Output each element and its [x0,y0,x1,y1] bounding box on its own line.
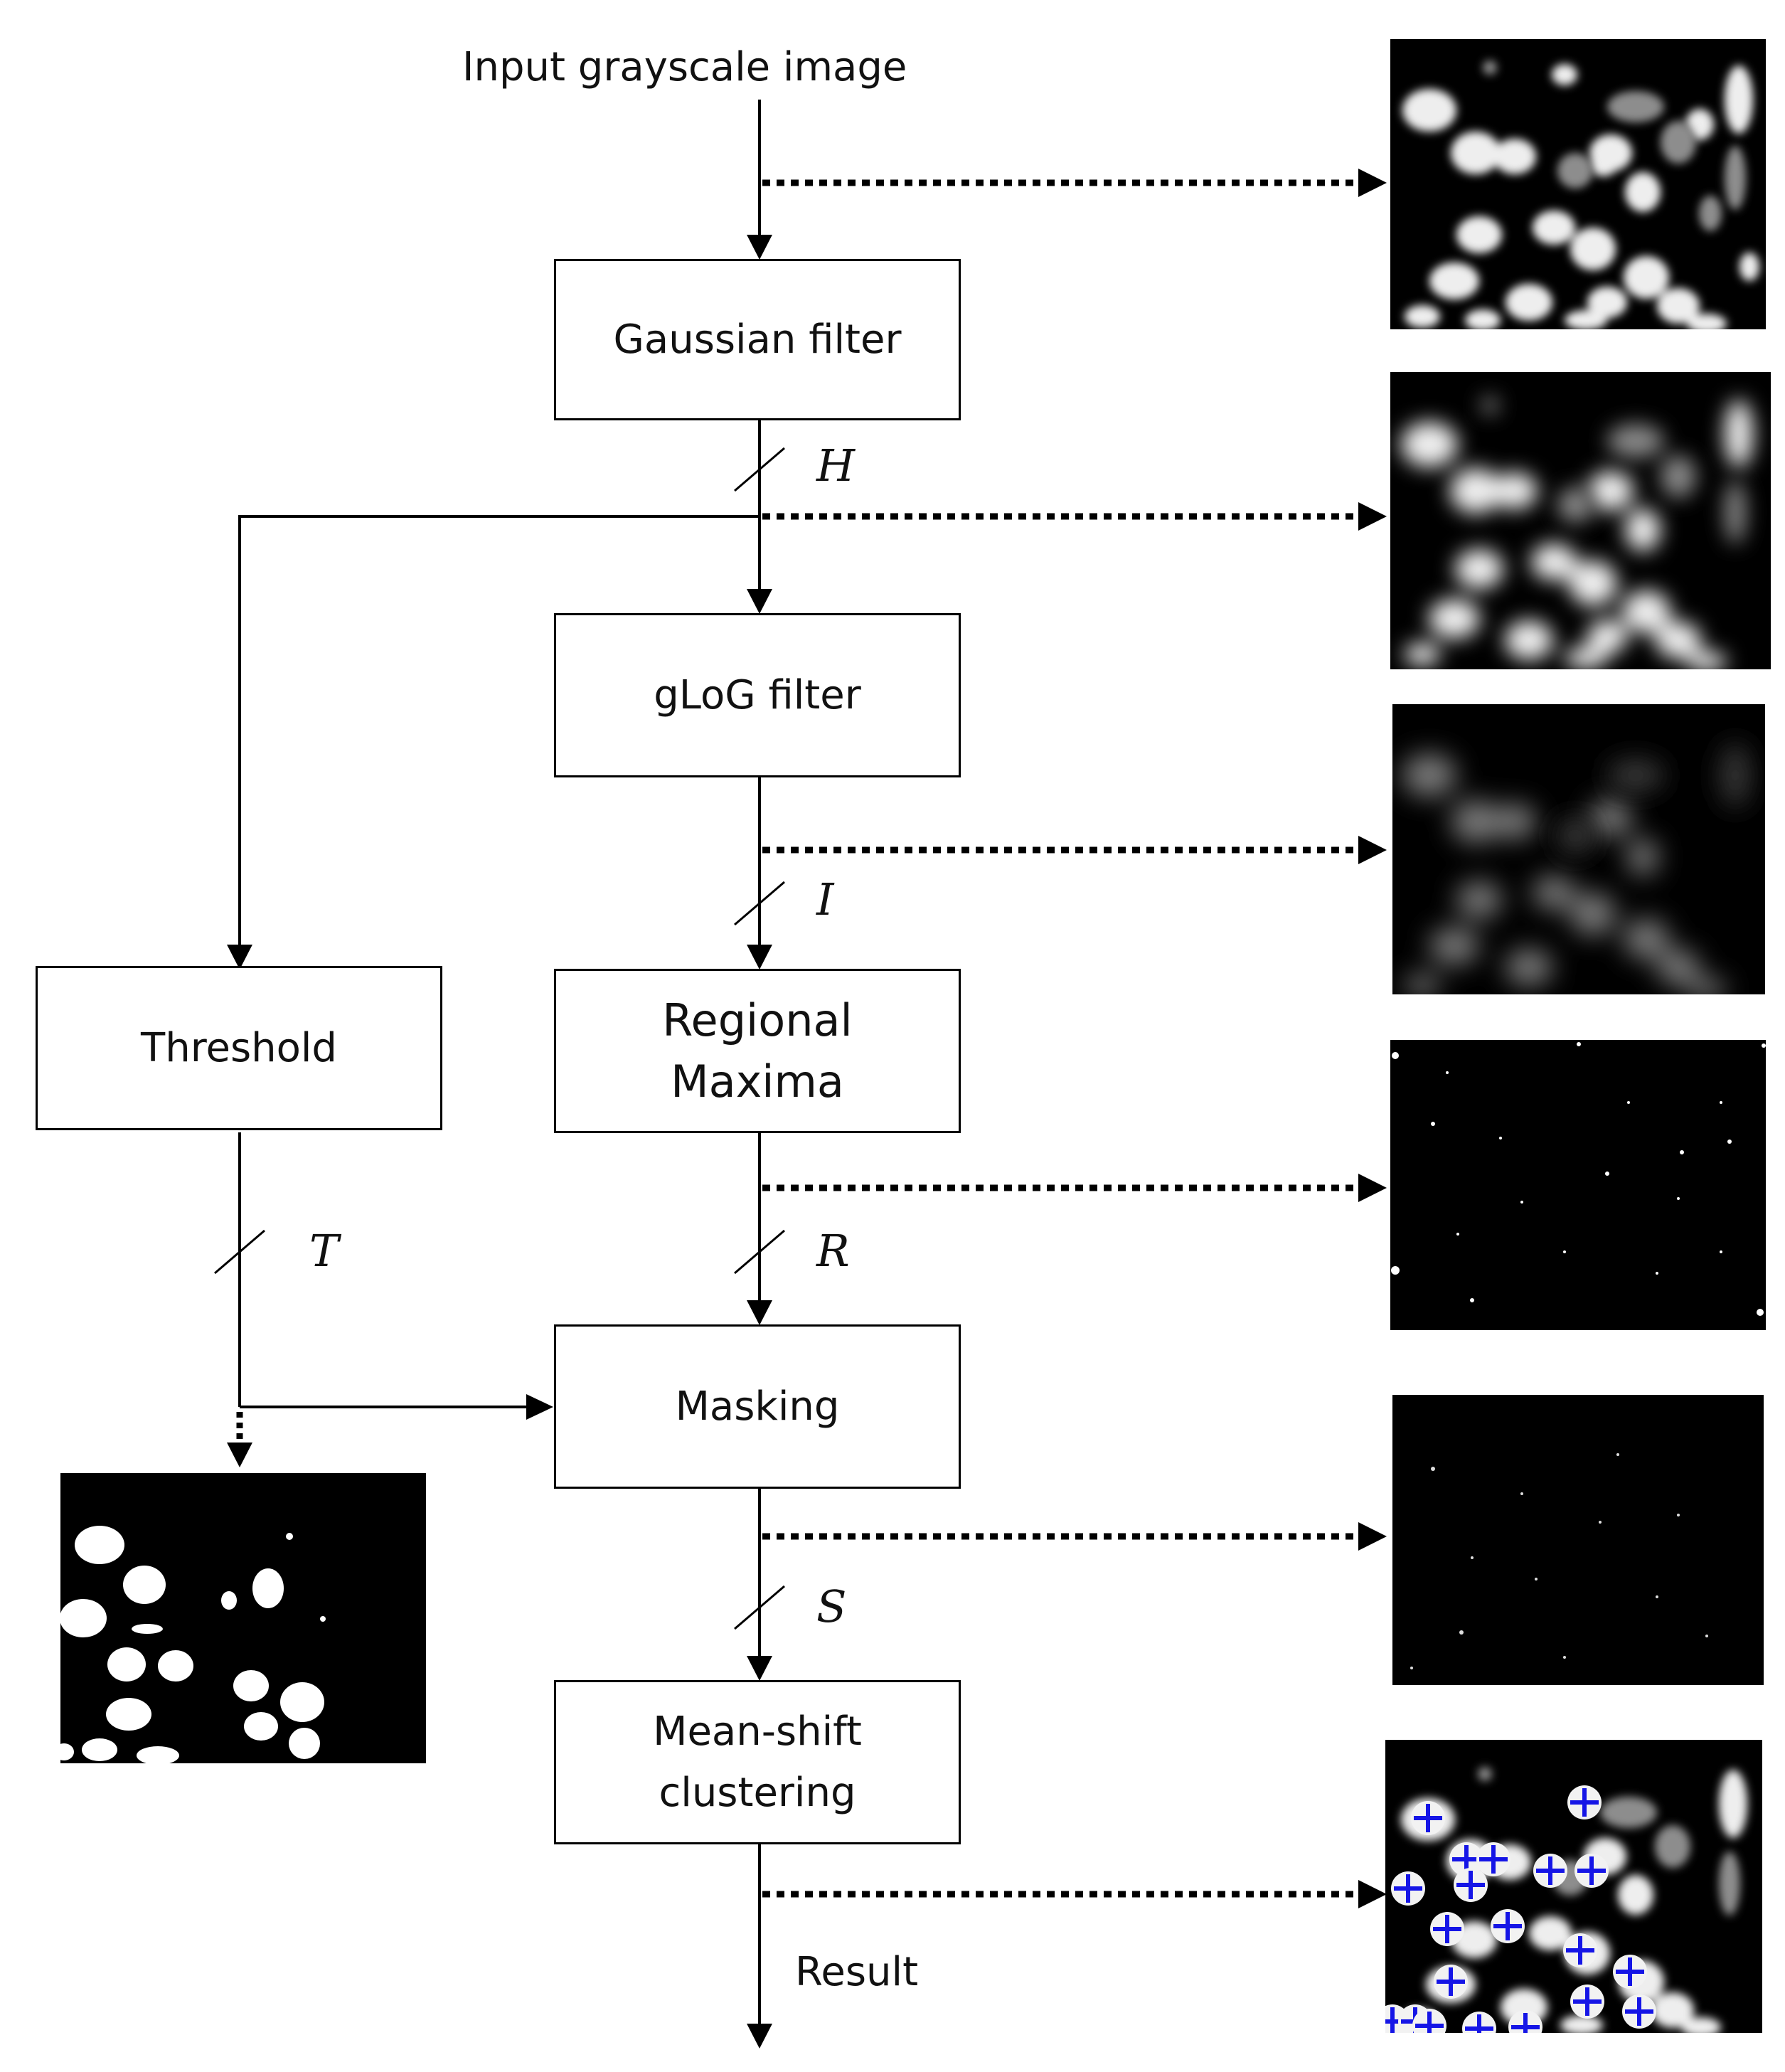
gaussian-filter-box: Gaussian filter [554,259,961,420]
plus-marker [1411,1801,1445,1835]
arrowhead-masking [747,1300,772,1325]
threshold-output-thumbnail [54,1473,426,1765]
bus-slash-marks [214,447,785,1630]
arrowhead-threshold-output [227,1443,252,1467]
threshold-box: Threshold [36,966,442,1130]
slash-s [734,1585,785,1630]
flow-lines [238,100,761,2033]
plus-marker [1574,1854,1609,1888]
slash-i [734,881,785,926]
plus-marker [1491,1909,1525,1943]
mean-shift-clustering-box: Mean-shift clustering [554,1680,961,1844]
arrowhead-maxima [747,945,772,969]
masking-box: Masking [554,1324,961,1489]
arrowhead-threshold [227,945,252,969]
variable-i: I [816,873,834,925]
slash-r [734,1229,785,1275]
plus-marker [1570,1985,1604,2019]
slash-t [214,1229,265,1275]
arrow-heads [227,235,772,2049]
arrowhead-result [747,2024,772,2049]
plus-marker [1434,1965,1468,1999]
regional-maxima-thumbnail [1390,1040,1766,1330]
arrowhead-glog [747,589,772,614]
plus-marker [1454,1868,1488,1902]
plus-marker [1508,2010,1542,2033]
regional-maxima-box: Regional Maxima [554,969,961,1133]
glog-filter-box: gLoG filter [554,613,961,777]
plus-marker [1567,1785,1602,1819]
result-label: Result [795,1949,919,1995]
plus-marker [1462,2012,1496,2033]
glog-output-thumbnail [1392,704,1765,994]
gaussian-output-thumbnail [1390,372,1771,669]
plus-marker [1412,2009,1446,2033]
variable-r: R [816,1225,850,1277]
plus-marker [1476,1842,1510,1876]
plus-marker [1622,1994,1656,2029]
dotted-connectors [236,179,1362,1898]
connector-branch-to-threshold [238,515,760,966]
result-thumbnail [1385,1740,1762,2033]
variable-h: H [816,440,856,492]
input-image-thumbnail [1390,39,1766,329]
arrowhead-gaussian [747,235,772,260]
dotted-arrow-heads [1358,169,1387,1908]
plus-marker [1563,1933,1597,1967]
plus-marker [1391,1871,1425,1906]
masking-output-thumbnail [1392,1395,1764,1685]
plus-marker [1613,1955,1647,1989]
input-image-label: Input grayscale image [462,44,907,90]
cluster-center-markers [1385,1785,1656,2033]
plus-marker [1449,1842,1483,1876]
slash-h [734,447,785,492]
plus-marker [1430,1912,1464,1946]
variable-s: S [816,1580,847,1632]
arrowhead-meanshift [747,1656,772,1681]
plus-marker [1533,1854,1567,1888]
variable-t: T [309,1225,339,1277]
arrowhead-masking-side [526,1394,553,1420]
